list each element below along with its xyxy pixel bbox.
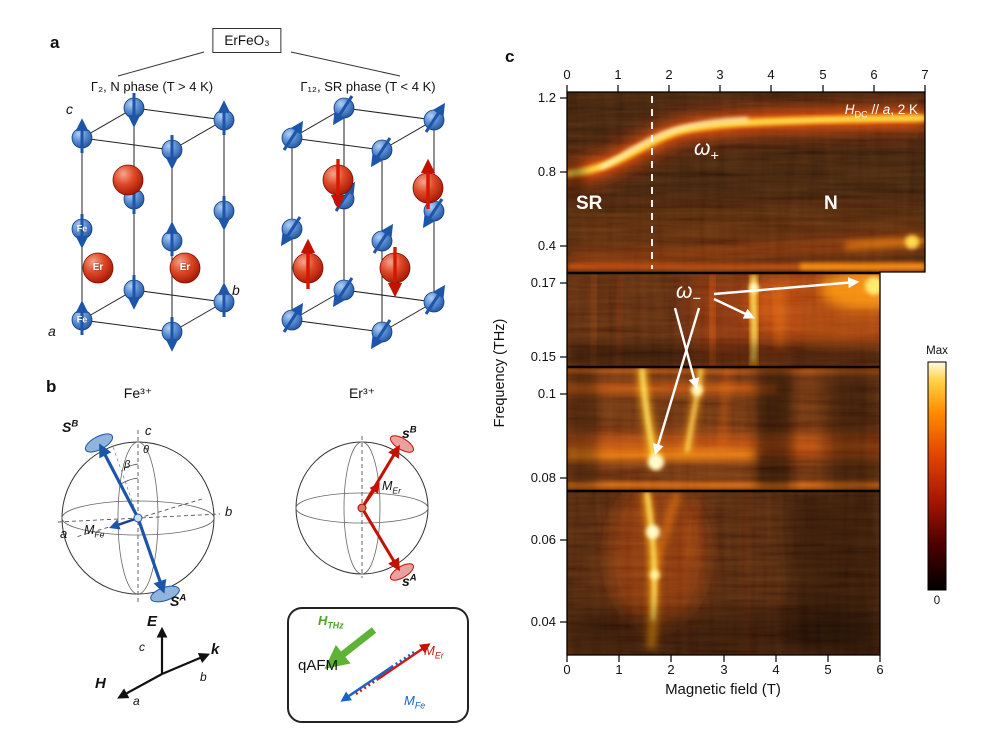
top-axis-tick: 1 [614,67,622,82]
omega-minus-label: ω− [676,280,701,308]
colorbar-min-label: 0 [933,595,941,607]
panel-b-label: b [46,377,57,396]
bottom-axis-tick: 3 [720,662,728,677]
field-condition-label: HDC // a, 2 K [844,102,918,120]
geometry-axis-c: c [139,640,145,654]
qafm-mode-label: qAFM [298,657,339,674]
qafm-mfe-label: MFe [404,693,426,711]
heatmap-separators [567,271,880,493]
fe-atom-label: Fe [76,223,88,234]
e-field-axis-label: E [147,613,158,630]
bottom-axis-tick: 0 [563,662,571,677]
sr-phase-region-label: SR [576,193,603,214]
er-atom-label: Er [179,262,191,273]
omega-plus-label: ω+ [694,137,719,165]
er-atom-label: Er [92,262,104,273]
fe-atom-label: Fe [76,314,88,325]
top-axis-tick: 5 [819,67,827,82]
heatmap-segment-4 [567,492,880,655]
qafm-mode-box [287,607,469,723]
crystal-axis-b-label: b [232,282,240,298]
fe-bloch-sphere [57,430,221,603]
freq-axis-tick: 0.15 [530,349,556,364]
colorbar [927,361,947,591]
mer-label: MEr [382,479,401,496]
fe-sphere-axis-c: c [145,423,152,438]
freq-axis-tick: 0.06 [530,532,556,547]
heatmap-segment-2 [567,274,880,366]
crystal-axis-c-label: c [66,101,73,117]
geometry-axis-a: a [133,694,140,708]
h-field-axis-label: H [95,675,106,692]
spin-sa-label: SA [170,592,187,609]
field-axis-title: Magnetic field (T) [665,681,781,698]
freq-axis-tick: 0.17 [530,275,556,290]
compound-title-box: ErFeO₃ [212,28,282,53]
er-spin-sb-label: sB [402,424,417,441]
freq-axis-tick: 0.8 [537,164,556,179]
freq-axis-tick: 0.1 [537,386,556,401]
top-axis-tick: 7 [921,67,929,82]
top-axis-tick: 4 [767,67,775,82]
bottom-axis-tick: 6 [876,662,884,677]
compound-title: ErFeO₃ [224,33,270,48]
n-phase-region-label: N [824,193,838,214]
panel-a-label: a [50,33,60,52]
hthz-label: HTHz [318,613,344,631]
mfe-label: MFe [84,523,105,540]
field-geometry-axes [117,626,211,699]
heatmap-annotations [651,96,860,456]
freq-axis-tick: 1.2 [537,90,556,105]
freq-axis-tick: 0.4 [537,238,556,253]
heatmap-axes [560,85,926,662]
top-axis-tick: 0 [563,67,571,82]
crystal-axis-a-label: a [48,323,56,339]
n-phase-caption: Γ₂, N phase (T > 4 K) [90,79,214,94]
bottom-axis-tick: 5 [824,662,832,677]
er-spin-sa-label: sA [402,572,417,589]
bottom-axis-tick: 1 [615,662,623,677]
geometry-axis-b: b [200,670,207,684]
er-bloch-sphere [295,435,429,581]
er-ion-title: Er³⁺ [348,385,376,401]
heatmap-segment-1 [567,92,925,272]
fe-sphere-axis-b: b [225,504,233,519]
bottom-axis-tick: 2 [667,662,675,677]
panel-c-label: c [505,47,515,66]
fe-sphere-axis-a: a [60,526,68,541]
top-axis-tick: 6 [870,67,878,82]
top-axis-tick: 2 [665,67,673,82]
qafm-mer-label: MEr [424,643,444,661]
beta-angle-label: β [124,459,131,471]
k-vector-axis-label: k [211,641,220,658]
heatmap-segment-3 [567,368,880,490]
frequency-axis-title: Frequency (THz) [491,318,508,428]
compound-connector-lines [117,51,401,77]
crystal-structure-sr-phase [282,96,444,346]
fe-ion-title: Fe³⁺ [123,385,153,401]
theta-angle-label: θ [143,444,149,456]
bottom-axis-tick: 4 [772,662,780,677]
top-axis-tick: 3 [716,67,724,82]
spin-sb-label: SB [62,418,79,435]
freq-axis-tick: 0.08 [530,470,556,485]
sr-phase-caption: Γ₁₂, SR phase (T < 4 K) [300,79,436,94]
crystal-structure-n-phase [72,93,234,348]
freq-axis-tick: 0.04 [530,614,556,629]
colorbar-max-label: Max [926,345,948,357]
